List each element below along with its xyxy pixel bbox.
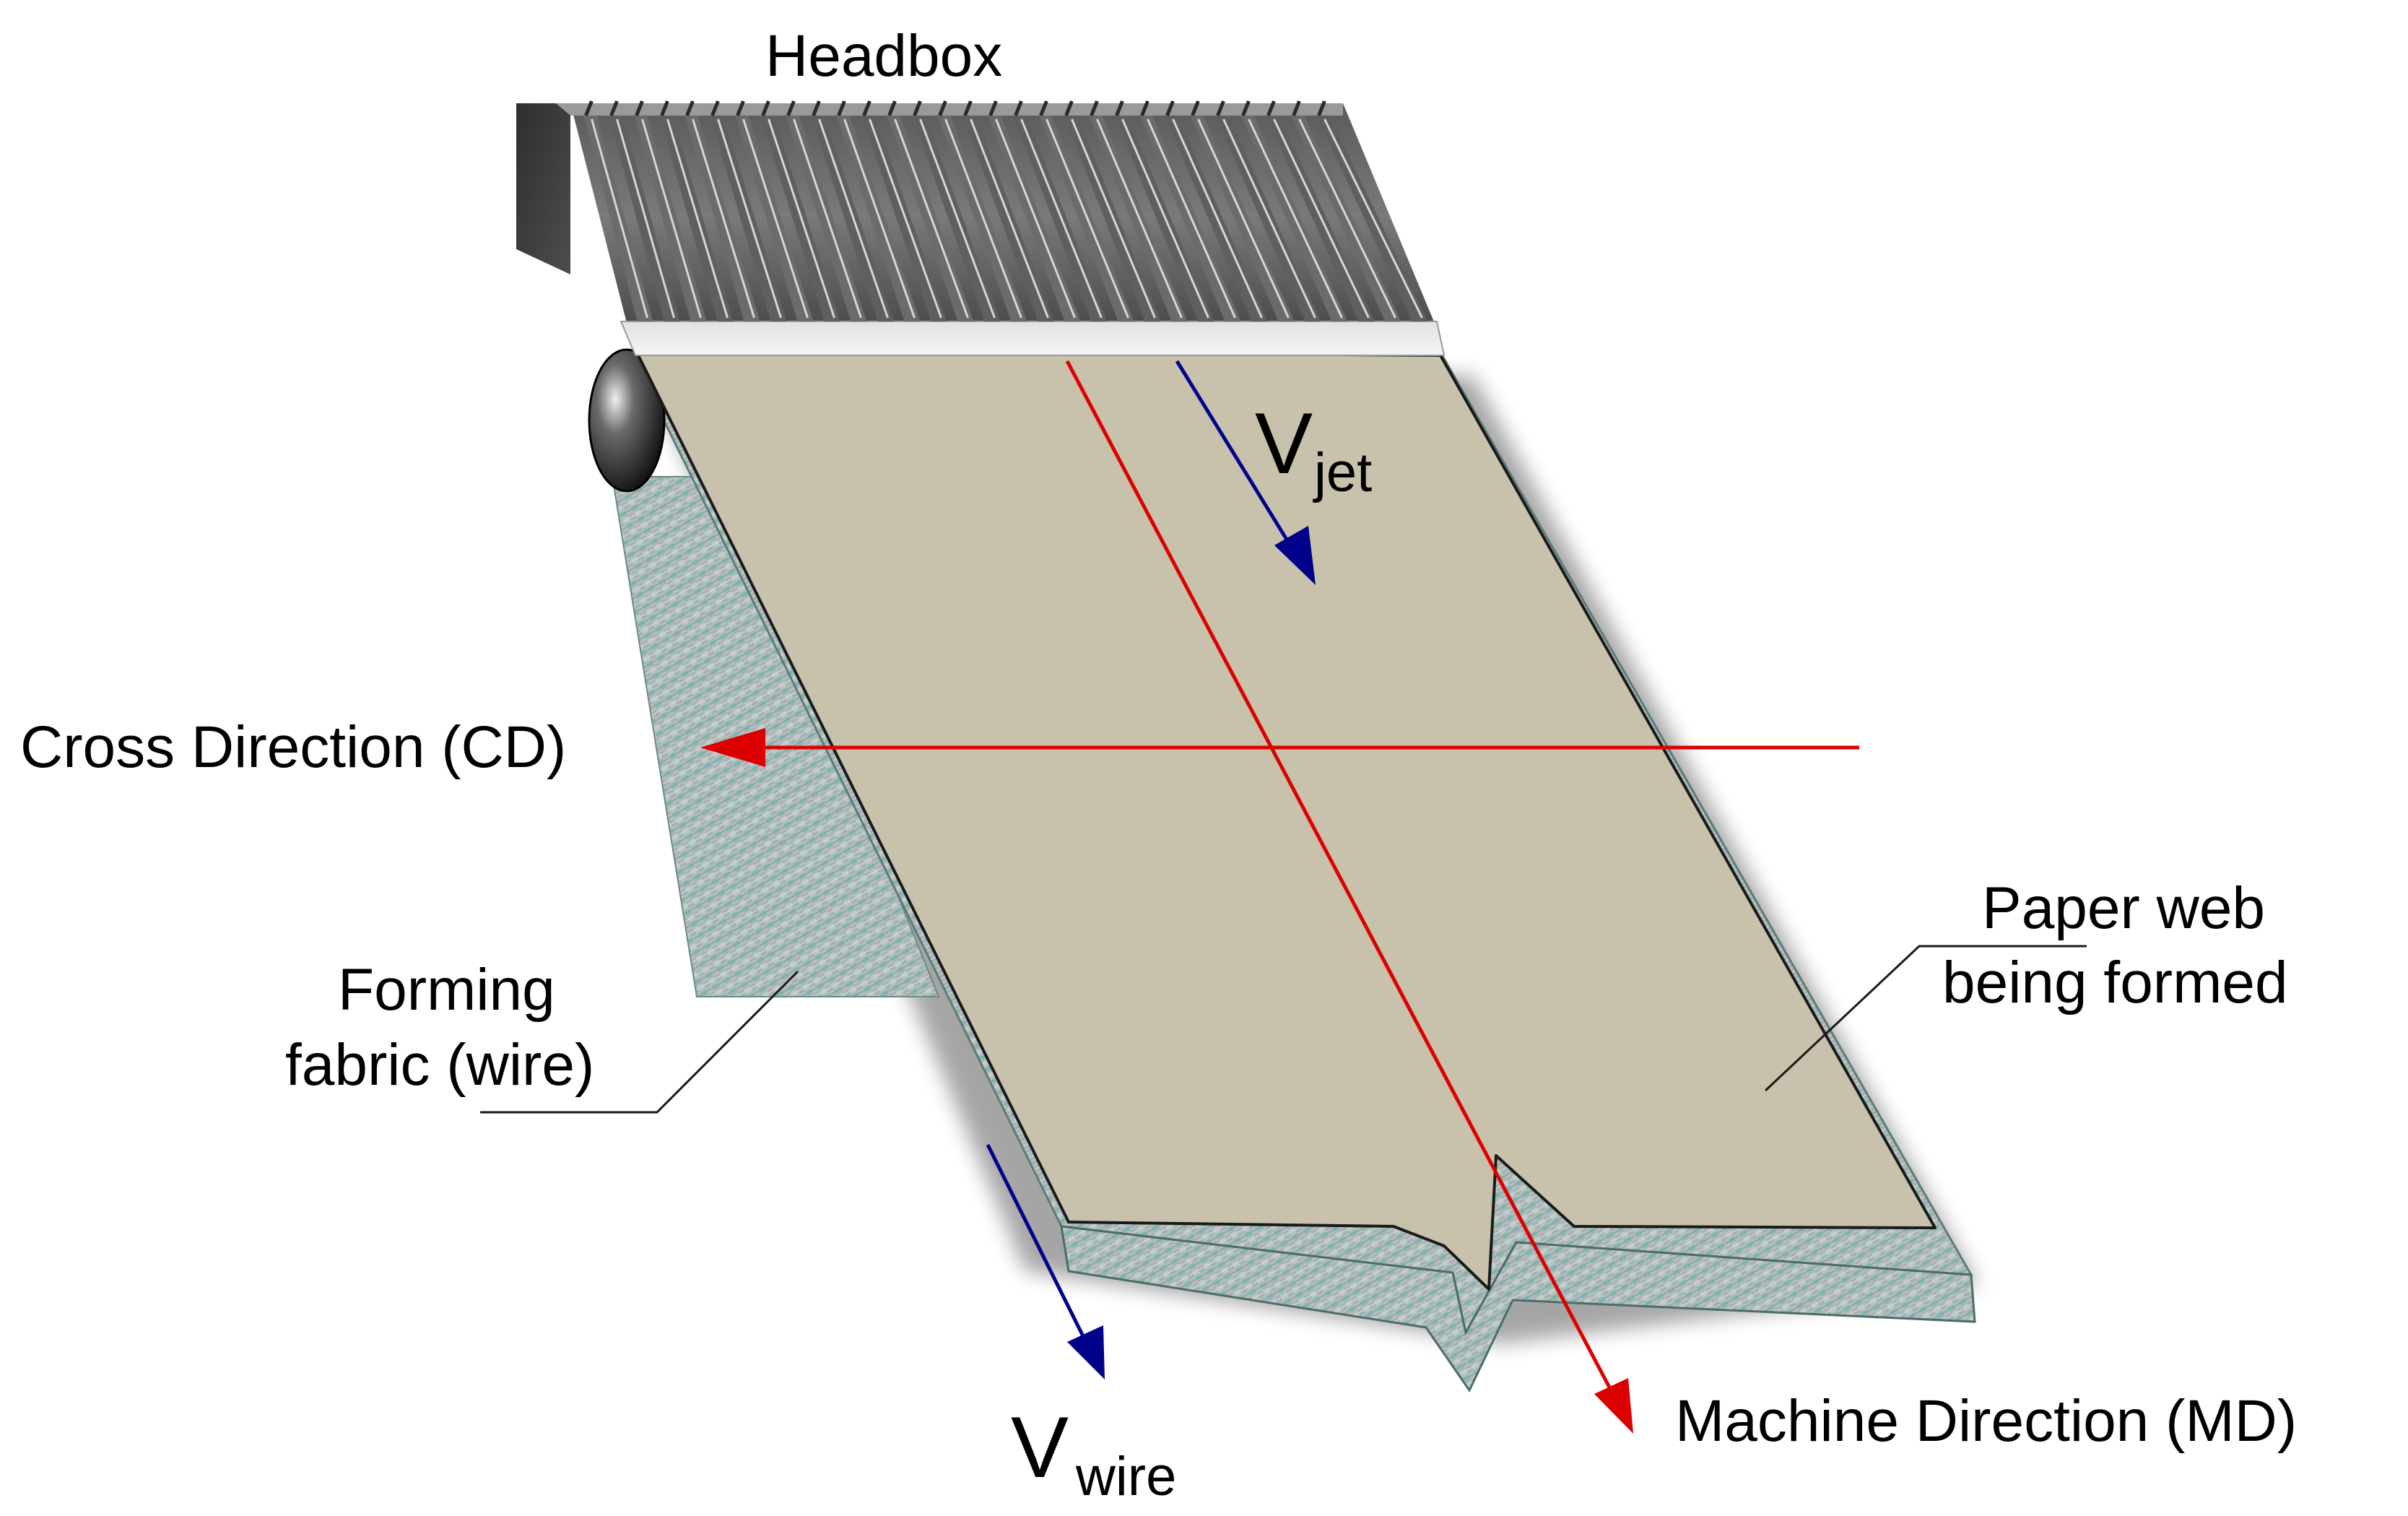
paper-web-label-1: Paper web [1982, 875, 2265, 941]
headbox-tube-top [837, 100, 846, 116]
headbox-tube-highlight [768, 118, 835, 319]
headbox-tube-top [887, 100, 897, 116]
vwire-arrow [986, 1143, 1089, 1345]
machine-direction-label: Machine Direction (MD) [1675, 1388, 2297, 1454]
headbox-tube-highlight [692, 118, 755, 319]
headbox-tube-highlight [1273, 118, 1370, 319]
headbox-tube-highlight [1323, 118, 1423, 319]
vjet-arrowhead-icon [1274, 526, 1316, 585]
forming-fabric-hanging [611, 476, 940, 997]
headbox-slice-lip [620, 321, 1446, 356]
forming-fabric-leader [480, 970, 799, 1114]
headbox-tube-highlight [1147, 118, 1236, 319]
headbox-tube-highlight [1096, 118, 1183, 319]
headbox-tube-top [1039, 100, 1048, 116]
headbox-tube-top [761, 100, 770, 116]
headbox-tube-highlight [869, 118, 942, 319]
headbox-tube-highlight [666, 118, 729, 319]
cd-arrowhead-icon [700, 728, 765, 767]
headbox-tube-highlight [717, 118, 782, 319]
vwire-arrowhead-icon [1067, 1325, 1105, 1379]
headbox-tube-highlight [1020, 118, 1103, 319]
headbox-tube-top [736, 100, 745, 116]
headbox-tube-top [1317, 100, 1326, 116]
headbox-tube-top [685, 100, 695, 116]
paper-web [634, 348, 1937, 1291]
headbox-tube-top [584, 100, 594, 116]
headbox-tube-top [988, 100, 998, 116]
forming-fabric-label-1: Forming [338, 957, 555, 1023]
forming-fabric-edge [1060, 1225, 1976, 1392]
headbox-tube-highlight [843, 118, 916, 319]
headbox-tube-top [1241, 100, 1251, 116]
headbox-tube-top [1140, 100, 1149, 116]
md-arrowhead-icon [1594, 1378, 1633, 1434]
paper-web-label-2: being formed [1942, 950, 2288, 1015]
headbox-tube-top [710, 100, 720, 116]
vwire-symbol: V [1011, 1399, 1069, 1496]
headbox-tube-top [660, 100, 669, 116]
headbox-tube-highlight [1046, 118, 1129, 319]
headbox-tube-highlight [1071, 118, 1156, 319]
headbox-tube-top [963, 100, 973, 116]
headbox-tube-top [1191, 100, 1200, 116]
headbox-tube-highlight [944, 118, 1022, 319]
headbox-tube-top [1216, 100, 1225, 116]
headbox-tube-top [786, 100, 796, 116]
headbox-tube-top [1266, 100, 1276, 116]
headbox-tube-top [635, 100, 644, 116]
forming-fabric-label-2: fabric (wire) [285, 1032, 594, 1098]
cross-direction-label: Cross Direction (CD) [20, 714, 566, 780]
headbox-tube-highlight [742, 118, 809, 319]
vjet-arrow [1175, 360, 1295, 550]
headbox-side [516, 103, 570, 274]
vjet-symbol: V [1255, 395, 1313, 492]
headbox-tube-top [862, 100, 872, 116]
headbox-tube-highlight [818, 118, 889, 319]
headbox-tube-highlight [995, 118, 1076, 319]
headbox-tube-highlight [1197, 118, 1290, 319]
headbox-tube-highlight [591, 118, 648, 319]
headbox-tube-highlight [1222, 118, 1316, 319]
headbox-label: Headbox [765, 23, 1002, 89]
headbox-tube-highlight [641, 118, 702, 319]
headbox-tube-top [1064, 100, 1074, 116]
headbox-tube-top [1014, 100, 1023, 116]
breast-roll [588, 348, 666, 493]
headbox-tube-top [1165, 100, 1175, 116]
paper-web-leader [1764, 945, 2087, 1092]
vjet-subscript: jet [1313, 442, 1372, 503]
headbox-tube-highlight [1172, 118, 1263, 319]
headbox-tube-highlight [894, 118, 969, 319]
headbox-tube-top [609, 100, 619, 116]
headbox-tube-highlight [970, 118, 1049, 319]
md-arrow [1065, 360, 1630, 1424]
headbox-tube-highlight [1248, 118, 1343, 319]
headbox-tube-highlight [1298, 118, 1396, 319]
headbox-tube-highlight [919, 118, 996, 319]
headbox-tube-highlight [1121, 118, 1209, 319]
headbox-tube-top [1292, 100, 1301, 116]
headbox-tube-top [913, 100, 922, 116]
headbox-tube-top [1090, 100, 1099, 116]
headbox-tubes [583, 100, 1428, 321]
headbox-tube-highlight [793, 118, 862, 319]
headbox-tube-top [1115, 100, 1124, 116]
vwire-subscript: wire [1075, 1446, 1176, 1507]
headbox-tube-top [812, 100, 821, 116]
headbox-top [516, 103, 1343, 116]
headbox-tube-highlight [616, 118, 675, 319]
headbox-tube-top [938, 100, 947, 116]
